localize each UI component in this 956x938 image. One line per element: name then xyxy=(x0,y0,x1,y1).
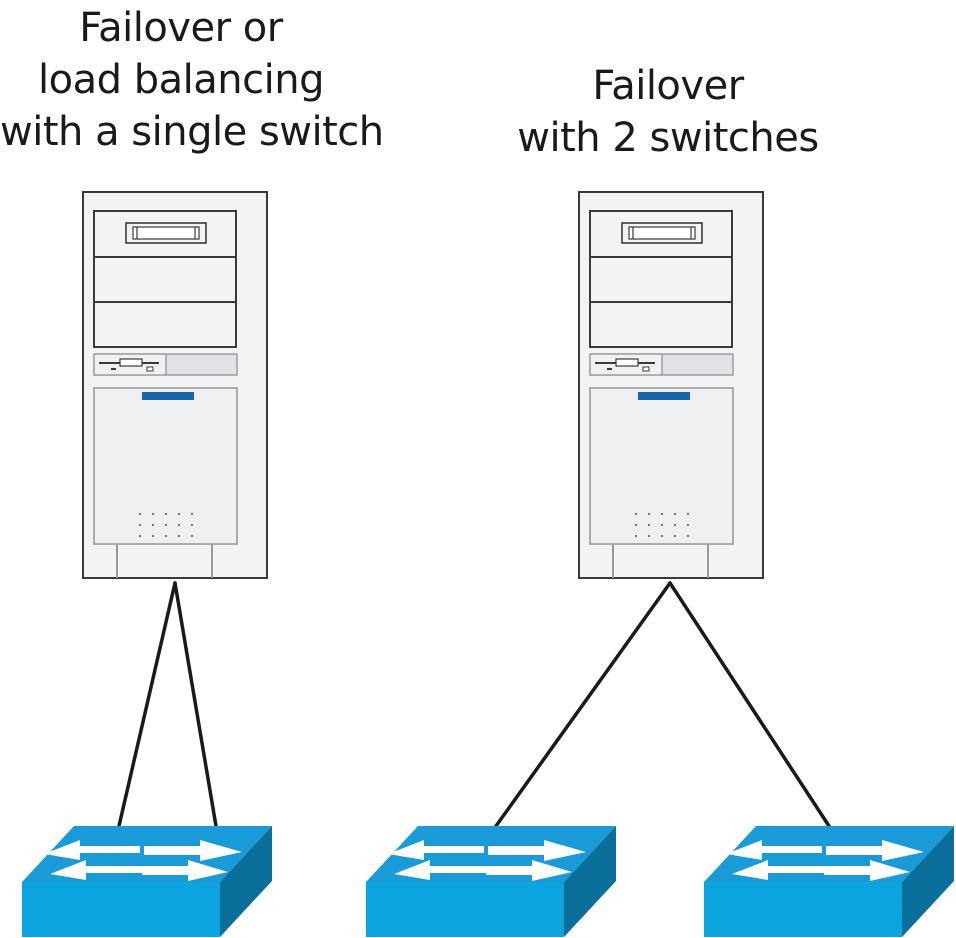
switch-middle-icon xyxy=(366,826,616,937)
server-right-icon xyxy=(578,191,764,579)
switch-right-icon xyxy=(704,826,954,937)
left-scenario-title: Failover or load balancing with a single… xyxy=(0,2,384,158)
left-title-line-1: Failover or xyxy=(79,5,283,51)
right-title-line-2: with 2 switches xyxy=(517,115,819,161)
switch-left-icon xyxy=(22,826,272,937)
cable-left-1 xyxy=(117,581,177,828)
left-title-line-3: with a single switch xyxy=(0,109,384,155)
cable-right-2 xyxy=(668,581,831,828)
server-left-icon xyxy=(82,191,268,579)
cable-left-2 xyxy=(173,581,218,828)
left-title-line-2: load balancing xyxy=(38,57,324,103)
cable-group xyxy=(117,581,831,828)
right-scenario-title: Failover with 2 switches xyxy=(488,60,848,164)
cable-right-1 xyxy=(494,581,672,828)
right-title-line-1: Failover xyxy=(592,63,744,109)
